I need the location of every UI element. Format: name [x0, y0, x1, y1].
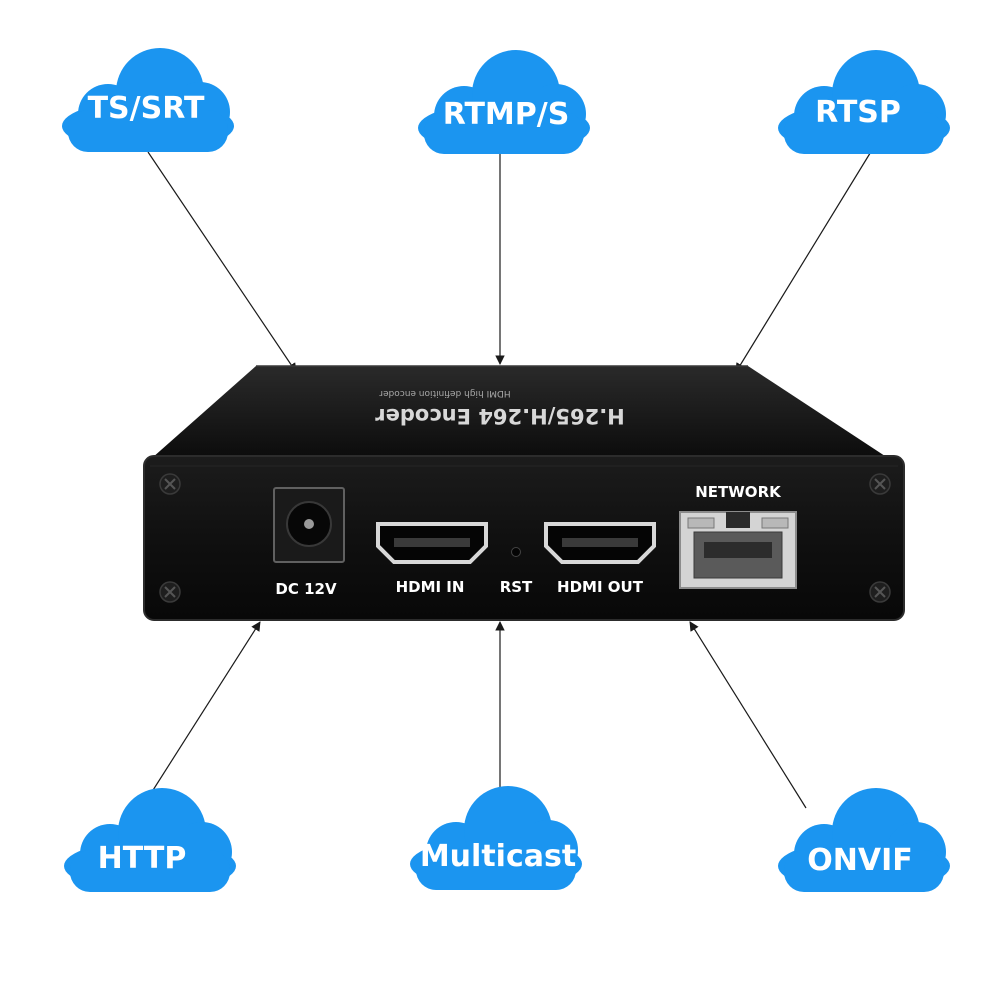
top-print-group: H.265/H.264 Encoder HDMI high definition…	[375, 388, 625, 428]
network-label: NETWORK	[695, 483, 782, 501]
hdmi-in-port	[376, 522, 488, 564]
top-title: H.265/H.264 Encoder	[375, 404, 625, 428]
top-subtitle: HDMI high definition encoder	[379, 388, 511, 398]
cloud-label-http: HTTP	[98, 841, 187, 876]
dc-label: DC 12V	[275, 580, 337, 598]
hdmi-out-port	[544, 522, 656, 564]
screw-icon	[159, 473, 181, 495]
encoder-device: H.265/H.264 Encoder HDMI high definition…	[143, 365, 905, 621]
device-top-panel	[152, 366, 888, 458]
screw-icon	[869, 581, 891, 603]
screw-icon	[869, 473, 891, 495]
arrow-onvif	[689, 621, 807, 809]
cloud-http: HTTP	[64, 788, 236, 892]
arrow-http	[147, 621, 261, 799]
cloud-ts-srt: TS/SRT	[62, 48, 234, 152]
rst-label: RST	[500, 578, 533, 596]
cloud-rtmp: RTMP/S	[418, 50, 590, 154]
arrow-ts-srt	[147, 151, 297, 373]
cloud-multicast: Multicast	[410, 786, 582, 890]
connector-arrows	[147, 149, 873, 809]
arrow-rtsp	[735, 149, 873, 373]
cloud-label-rtsp: RTSP	[815, 95, 901, 130]
hdmi-out-label: HDMI OUT	[557, 578, 644, 596]
dc-jack-port	[273, 487, 345, 563]
cloud-label-ts-srt: TS/SRT	[88, 91, 205, 126]
cloud-onvif: ONVIF	[778, 788, 950, 892]
screw-icon	[159, 581, 181, 603]
ethernet-port	[679, 511, 797, 589]
reset-button[interactable]	[511, 547, 521, 557]
cloud-label-onvif: ONVIF	[807, 843, 912, 878]
hdmi-in-label: HDMI IN	[396, 578, 465, 596]
cloud-rtsp: RTSP	[778, 50, 950, 154]
cloud-label-multicast: Multicast	[420, 839, 576, 874]
cloud-label-rtmp: RTMP/S	[443, 97, 570, 132]
